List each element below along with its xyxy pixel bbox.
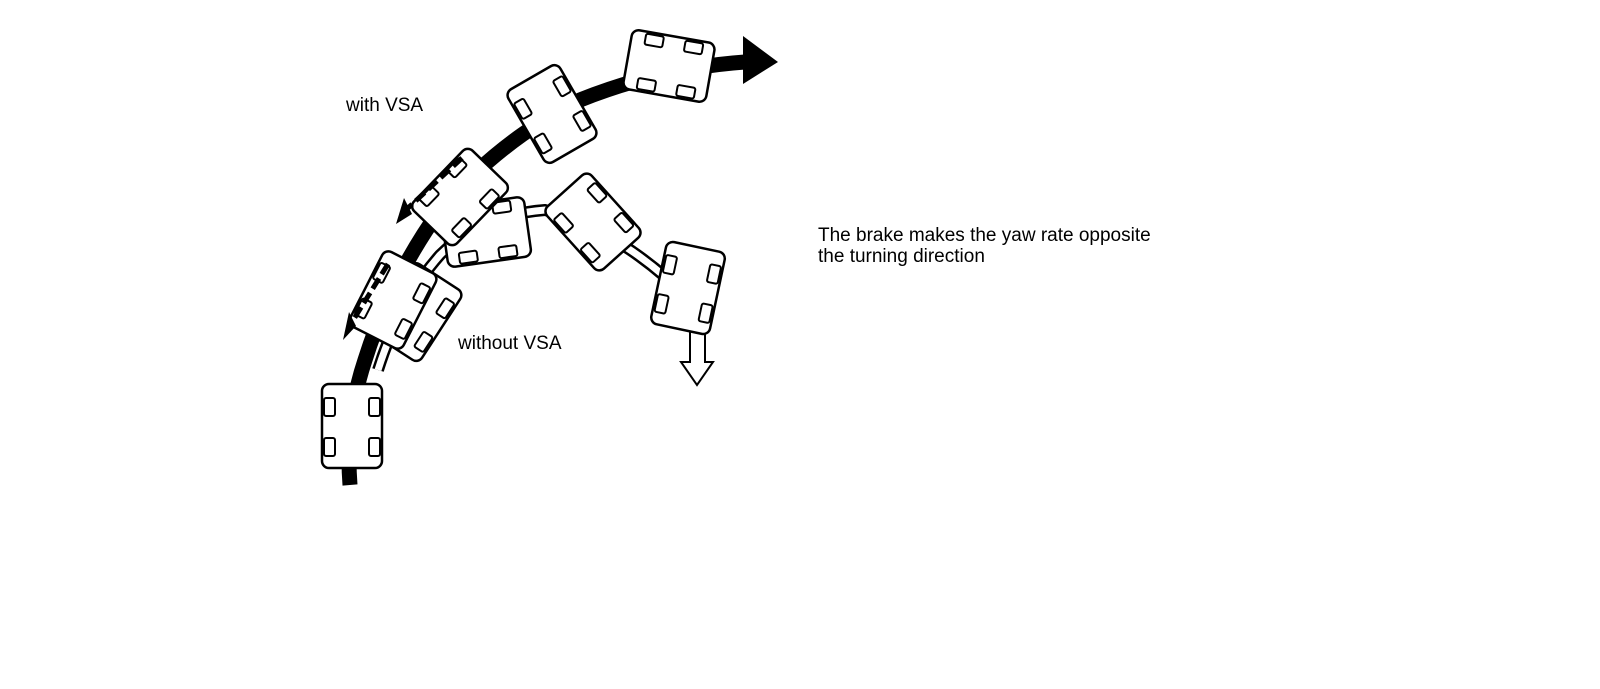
with-vsa-label: with VSA [346,95,424,116]
car-start [320,382,384,470]
car-without-vsa-3 [541,169,645,275]
without-vsa-label: without VSA [458,333,562,354]
brake-force-arrow-icon [343,262,391,340]
car-with-vsa-3 [503,61,601,167]
brake-note-line-1: The brake makes the yaw rate opposite [818,225,1151,246]
car-without-vsa-4 [648,239,728,337]
brake-force-arrow-icon [396,156,464,224]
brake-note-line-2: the turning direction [818,246,985,267]
brake-note: The brake makes the yaw rate opposite th… [818,225,1151,267]
path-arrow-icon [743,36,778,84]
skid-direction-arrow-icon [679,329,715,387]
car-with-vsa-4 [621,27,717,105]
